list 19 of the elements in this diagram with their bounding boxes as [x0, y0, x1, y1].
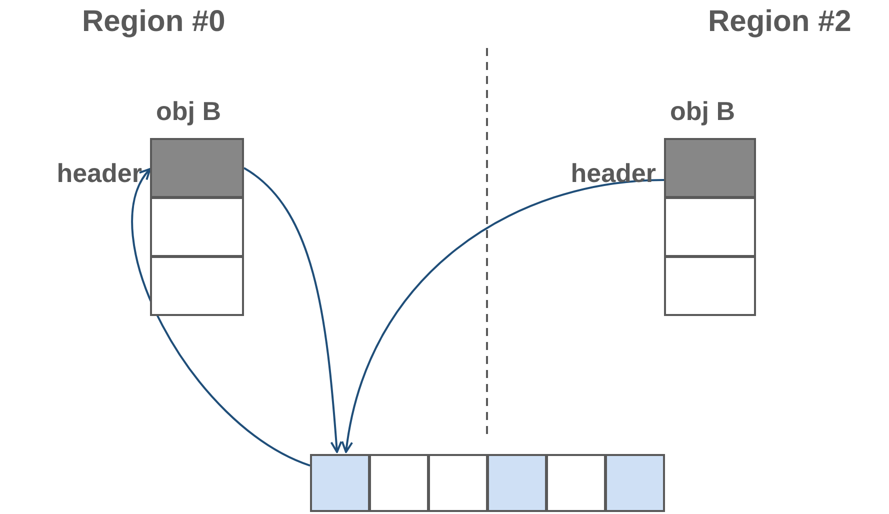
object-label: obj B [670, 96, 735, 127]
memory-cell [487, 454, 547, 512]
object-label: obj B [156, 96, 221, 127]
arrow [342, 179, 664, 453]
memory-cell [310, 454, 370, 512]
memory-cell [605, 454, 665, 512]
memory-cell [664, 256, 756, 316]
arrow [132, 168, 310, 467]
field-label: header [56, 158, 142, 189]
memory-cell [369, 454, 429, 512]
memory-cell [546, 454, 606, 512]
region-label: Region #2 [708, 5, 852, 39]
memory-cell [428, 454, 488, 512]
field-label: header [570, 158, 656, 189]
memory-cell [150, 256, 244, 316]
memory-cell [664, 197, 756, 257]
region-label: Region #0 [82, 5, 226, 39]
arrow [243, 167, 342, 453]
memory-cell [150, 197, 244, 257]
